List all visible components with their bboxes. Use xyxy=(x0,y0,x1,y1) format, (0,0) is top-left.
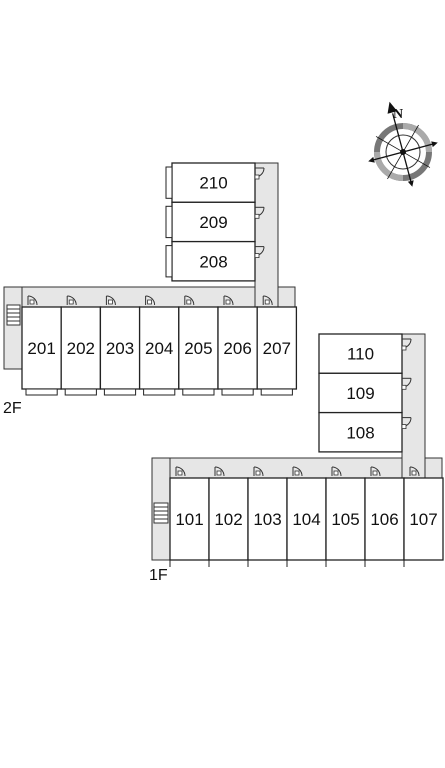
unit-label: 101 xyxy=(175,510,203,529)
door-icon xyxy=(214,466,225,477)
unit-label: 203 xyxy=(106,339,134,358)
unit-label: 202 xyxy=(67,339,95,358)
2f-corridor-left xyxy=(3,286,23,370)
1f-floor-label: 1F xyxy=(149,567,168,584)
door-icon xyxy=(262,295,273,306)
unit-label: 110 xyxy=(347,345,374,364)
2f-floor-label: 2F xyxy=(3,400,22,417)
unit-label: 107 xyxy=(409,510,437,529)
door-icon xyxy=(254,206,265,219)
2f-corridor-vertical xyxy=(254,162,279,309)
unit-label: 104 xyxy=(292,510,320,529)
unit-105: 105 xyxy=(325,466,366,567)
unit-206: 206 xyxy=(217,295,258,396)
unit-102: 102 xyxy=(208,466,249,567)
unit-205: 205 xyxy=(178,295,219,396)
north-label: N xyxy=(393,107,403,122)
unit-label: 210 xyxy=(199,174,227,193)
door-icon xyxy=(223,295,234,306)
unit-108: 108 xyxy=(318,411,412,453)
door-icon xyxy=(401,417,412,430)
first-floor: 101 102 103 104 105 106 107 110 109 108 1F xyxy=(149,333,444,584)
unit-203: 203 xyxy=(99,295,141,396)
unit-209: 209 xyxy=(165,201,265,243)
compass-icon: N xyxy=(368,101,438,187)
unit-label: 106 xyxy=(370,510,398,529)
2f-corridor-horizontal xyxy=(3,286,296,309)
door-icon xyxy=(370,466,381,477)
door-icon xyxy=(254,167,265,180)
door-icon xyxy=(145,295,156,306)
unit-204: 204 xyxy=(138,295,180,396)
door-icon xyxy=(253,466,264,477)
door-icon xyxy=(254,246,265,259)
unit-207: 207 xyxy=(256,295,298,396)
unit-label: 105 xyxy=(331,510,359,529)
unit-label: 206 xyxy=(223,339,251,358)
door-icon xyxy=(401,338,412,351)
door-icon xyxy=(66,295,77,306)
unit-106: 106 xyxy=(364,466,405,567)
door-icon xyxy=(184,295,195,306)
unit-label: 209 xyxy=(199,213,227,232)
door-icon xyxy=(175,466,186,477)
unit-label: 108 xyxy=(346,423,374,442)
door-icon xyxy=(105,295,116,306)
unit-label: 102 xyxy=(214,510,242,529)
unit-210: 210 xyxy=(165,162,265,203)
unit-107: 107 xyxy=(403,466,444,567)
unit-label: 204 xyxy=(145,339,173,358)
unit-label: 103 xyxy=(253,510,281,529)
unit-202: 202 xyxy=(60,295,102,396)
unit-101: 101 xyxy=(169,466,210,567)
door-icon xyxy=(331,466,342,477)
2f-stairs-icon xyxy=(6,304,21,326)
1f-corridor-vertical xyxy=(401,333,426,479)
unit-110: 110 xyxy=(318,333,412,374)
door-icon xyxy=(27,295,38,306)
unit-label: 208 xyxy=(199,252,227,271)
unit-label: 207 xyxy=(263,339,291,358)
unit-label: 205 xyxy=(184,339,212,358)
door-icon xyxy=(292,466,303,477)
unit-label: 109 xyxy=(346,384,374,403)
unit-104: 104 xyxy=(286,466,327,567)
unit-201: 201 xyxy=(21,295,62,396)
1f-stairs-icon xyxy=(153,502,169,524)
second-floor: 201 202 203 204 205 206 207 210 209 208 2F xyxy=(3,162,298,417)
door-icon xyxy=(409,466,420,477)
unit-103: 103 xyxy=(247,466,288,567)
unit-label: 201 xyxy=(27,339,55,358)
door-icon xyxy=(401,377,412,390)
unit-109: 109 xyxy=(318,372,412,414)
unit-208: 208 xyxy=(165,240,265,282)
